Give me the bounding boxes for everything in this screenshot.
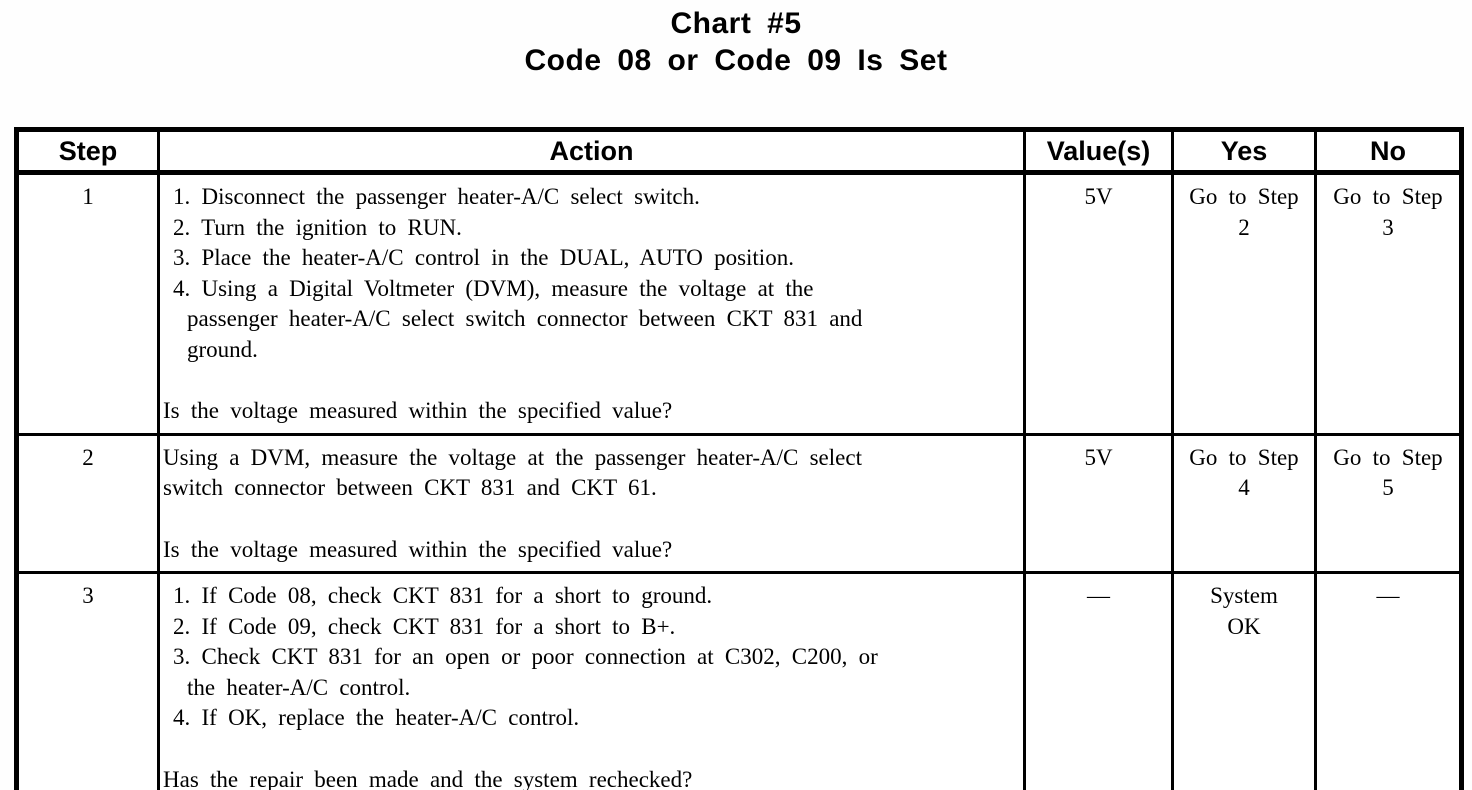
step-cell: 1 <box>15 171 160 436</box>
action-item: 2. Turn the ignition to RUN. <box>173 214 462 240</box>
table-header: Step Action Value(s) Yes No <box>15 128 1463 175</box>
action-paragraph: Using a DVM, measure the voltage at the … <box>163 444 862 501</box>
action-item: 3. Check CKT 831 for an open or poor con… <box>173 644 878 700</box>
header-step: Step <box>15 128 160 175</box>
step-cell: 2 <box>15 432 160 574</box>
header-values: Value(s) <box>1023 128 1174 175</box>
no-cell: — <box>1314 571 1463 790</box>
table-header-row: Step Action Value(s) Yes No <box>15 128 1463 175</box>
yes-cell: System OK <box>1171 571 1317 790</box>
action-item: 4. Using a Digital Voltmeter (DVM), meas… <box>173 275 863 362</box>
step-cell: 3 <box>15 571 160 790</box>
table-row-step-2: 2 Using a DVM, measure the voltage at th… <box>15 432 1463 574</box>
action-question: Has the repair been made and the system … <box>163 766 693 790</box>
action-item: 1. Disconnect the passenger heater-A/C s… <box>173 184 700 209</box>
action-item: 3. Place the heater-A/C control in the D… <box>173 245 794 270</box>
page-title: Chart #5 Code 08 or Code 09 Is Set <box>0 0 1472 79</box>
yes-cell: Go to Step 2 <box>1171 171 1317 436</box>
action-item: 1. If Code 08, check CKT 831 for a short… <box>173 583 713 608</box>
header-action: Action <box>157 128 1026 175</box>
value-cell: 5V <box>1023 171 1174 436</box>
action-question: Is the voltage measured within the speci… <box>163 398 673 423</box>
table-row-step-3: 3 1. If Code 08, check CKT 831 for a sho… <box>15 571 1463 790</box>
header-yes: Yes <box>1171 128 1317 175</box>
no-cell: Go to Step 3 <box>1314 171 1463 436</box>
action-item: 2. If Code 09, check CKT 831 for a short… <box>173 613 676 639</box>
action-cell: 1. Disconnect the passenger heater-A/C s… <box>157 171 1026 436</box>
action-cell: 1. If Code 08, check CKT 831 for a short… <box>157 571 1026 790</box>
table-row-step-1: 1 1. Disconnect the passenger heater-A/C… <box>15 171 1463 436</box>
header-no: No <box>1314 128 1463 175</box>
value-cell: — <box>1023 571 1174 790</box>
value-cell: 5V <box>1023 432 1174 574</box>
action-question: Is the voltage measured within the speci… <box>163 536 673 562</box>
no-cell: Go to Step 5 <box>1314 432 1463 574</box>
chart-number-title: Chart #5 <box>670 7 802 40</box>
chart-subtitle: Code 08 or Code 09 Is Set <box>524 44 948 77</box>
action-cell: Using a DVM, measure the voltage at the … <box>157 432 1026 574</box>
yes-cell: Go to Step 4 <box>1171 432 1317 574</box>
action-item: 4. If OK, replace the heater-A/C control… <box>173 705 580 730</box>
diagnostic-table: Step Action Value(s) Yes No 1 1. Disconn… <box>14 127 1464 790</box>
